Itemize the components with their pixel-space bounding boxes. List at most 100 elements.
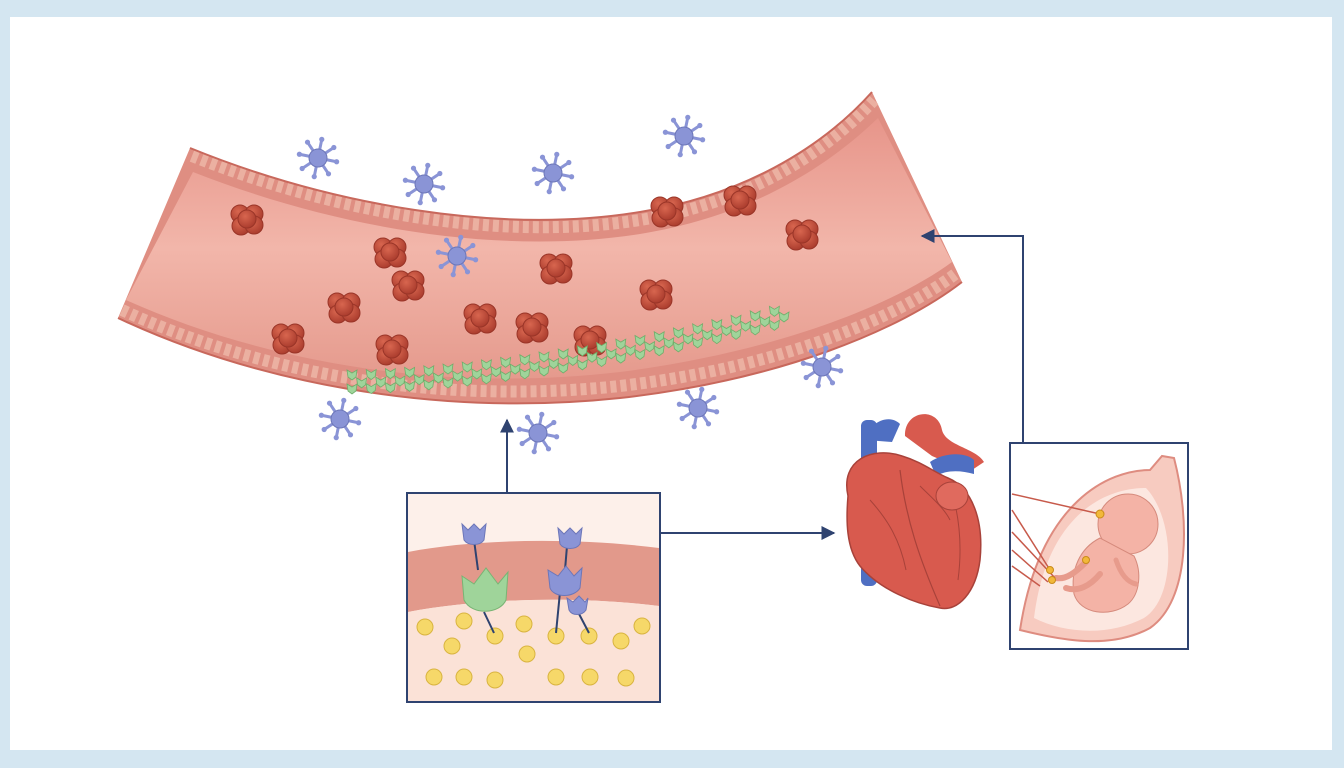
- red-blood-cell-cluster-icon: [391, 270, 425, 302]
- platelet-icon: [365, 382, 377, 395]
- platelet-icon: [365, 368, 377, 381]
- platelet-icon: [519, 353, 531, 366]
- platelet-icon: [394, 375, 406, 387]
- platelet-icon: [644, 340, 656, 353]
- immune-cell-icon: [662, 114, 706, 158]
- lipid-droplet: [617, 669, 635, 687]
- platelet-icon: [596, 341, 608, 354]
- red-blood-cell-cluster-icon: [373, 237, 407, 269]
- platelet-icon: [346, 383, 358, 395]
- lipid-droplet: [518, 645, 536, 663]
- platelet-icon: [557, 348, 569, 360]
- vessel-wall-bottom-layer: [119, 267, 962, 398]
- platelet-deposit: [346, 305, 790, 395]
- platelet-icon: [423, 379, 435, 391]
- receptor-icon: [473, 539, 590, 634]
- platelet-icon: [346, 369, 358, 381]
- platelet-icon: [749, 310, 761, 322]
- platelet-icon: [692, 337, 704, 349]
- platelet-icon: [404, 366, 416, 378]
- lipid-droplet: [486, 671, 504, 689]
- platelet-icon: [701, 328, 713, 341]
- platelet-icon: [461, 375, 473, 387]
- lipid-droplet: [612, 632, 630, 650]
- platelet-icon: [730, 314, 742, 326]
- platelet-icon: [528, 360, 540, 372]
- fetus-icon: [1053, 493, 1159, 613]
- platelet-icon: [634, 334, 646, 347]
- platelet-icon: [500, 356, 512, 368]
- immune-cell-icon: [435, 234, 479, 278]
- platelet-icon: [711, 318, 723, 331]
- platelet-icon: [557, 362, 569, 374]
- platelet-icon: [692, 323, 704, 335]
- red-blood-cells: [230, 185, 819, 366]
- pregnancy-to-vessel-arrow: [920, 229, 1024, 443]
- platelet-icon: [490, 365, 502, 378]
- platelet-icon: [720, 324, 732, 337]
- red-blood-cell-cluster-icon: [463, 303, 497, 335]
- immune-cell-icon: [676, 386, 720, 430]
- platelet-icon: [768, 319, 780, 331]
- pulmonary-vein: [930, 454, 974, 476]
- lipid-droplet: [486, 627, 504, 645]
- platelet-icon: [461, 361, 473, 373]
- lipid-droplet: [633, 617, 651, 635]
- platelet-icon: [653, 344, 665, 357]
- platelet-icon: [538, 351, 550, 363]
- lipid-droplet: [443, 637, 461, 655]
- lipid-droplet: [580, 627, 598, 645]
- platelet-icon: [749, 324, 761, 336]
- platelet-icon: [480, 359, 492, 371]
- platelet-icon: [615, 352, 627, 364]
- receptor-small-right: [566, 595, 589, 615]
- platelet-icon: [384, 367, 396, 380]
- platelet-icon: [519, 367, 531, 380]
- immune-cells: [296, 114, 844, 455]
- platelet-icon: [624, 344, 636, 356]
- red-blood-cell-cluster-icon: [327, 292, 361, 324]
- platelet-icon: [605, 348, 617, 360]
- platelet-icon: [682, 333, 694, 345]
- lipid-droplet: [425, 668, 443, 686]
- red-blood-cell-cluster-icon: [271, 323, 305, 355]
- lipid-droplet: [455, 612, 473, 630]
- heart-icon: [846, 414, 984, 610]
- red-blood-cell-cluster-icon: [639, 279, 673, 311]
- platelet-icon: [778, 311, 790, 323]
- receptor-top-left: [461, 522, 487, 545]
- receptor-mid-right: [547, 565, 583, 596]
- platelet-icon: [653, 330, 665, 343]
- platelet-icon: [413, 373, 425, 386]
- platelet-icon: [663, 337, 675, 349]
- vessel-wall-top-layer: [189, 95, 879, 234]
- platelet-icon: [634, 348, 646, 361]
- lipid-droplet: [547, 668, 565, 686]
- red-blood-cell-cluster-icon: [230, 204, 264, 236]
- platelet-icon: [730, 328, 742, 340]
- platelet-icon: [452, 370, 464, 382]
- platelet-icon: [711, 332, 723, 345]
- platelet-icon: [615, 338, 627, 350]
- red-blood-cell-cluster-icon: [650, 196, 684, 228]
- platelet-icon: [548, 357, 560, 370]
- platelet-icon: [509, 363, 521, 375]
- immune-cell-icon: [296, 136, 340, 180]
- platelet-icon: [538, 365, 550, 377]
- platelet-icon: [471, 368, 483, 380]
- platelet-icon: [567, 354, 579, 366]
- lipid-droplet: [581, 668, 599, 686]
- platelet-icon: [596, 355, 608, 368]
- platelet-icon: [759, 315, 771, 328]
- platelet-icon: [576, 345, 588, 357]
- platelet-icon: [740, 320, 752, 332]
- immune-cell-icon: [318, 397, 362, 441]
- lipid-droplet: [515, 615, 533, 633]
- platelet-icon: [375, 376, 387, 388]
- platelet-icon: [432, 372, 444, 384]
- platelet-icon: [480, 373, 492, 385]
- platelet-icon: [500, 370, 512, 382]
- red-blood-cell-cluster-icon: [515, 312, 549, 344]
- lipid-droplets: [416, 612, 651, 689]
